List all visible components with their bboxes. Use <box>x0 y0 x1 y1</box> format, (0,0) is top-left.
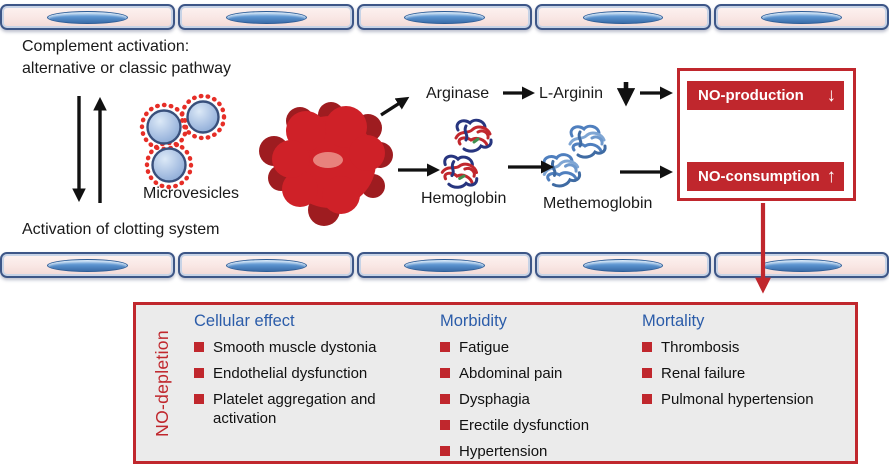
bullet-square-icon <box>194 394 204 404</box>
endothelial-cell <box>0 252 176 278</box>
effect-item: Endothelial dysfunction <box>194 364 426 383</box>
endothelial-cell <box>356 4 533 30</box>
effect-item-label: Renal failure <box>661 365 746 382</box>
bullet-square-icon <box>440 420 450 430</box>
bullet-square-icon <box>440 368 450 378</box>
no-consumption-label: NO-consumption <box>698 168 820 185</box>
endothelial-cell <box>713 4 889 30</box>
bullet-square-icon <box>440 394 450 404</box>
effect-item: Hypertension <box>440 442 650 461</box>
endothelial-cell <box>0 4 176 30</box>
bullet-square-icon <box>642 342 652 352</box>
column-heading: Cellular effect <box>194 312 295 330</box>
effect-item-label: Smooth muscle dystonia <box>213 339 377 356</box>
column-heading: Mortality <box>642 312 705 330</box>
no-production-label: NO-production <box>698 87 804 104</box>
microvesicles-icon <box>139 93 227 190</box>
effect-item-label: Fatigue <box>459 339 510 356</box>
endothelial-cell <box>178 4 354 30</box>
bullet-square-icon <box>642 394 652 404</box>
effect-item: Erectile dysfunction <box>440 416 650 435</box>
methemoglobin-icon <box>540 124 607 190</box>
vessel-wall-top <box>0 4 889 30</box>
cell-nucleus-icon <box>404 10 485 24</box>
effect-item: Thrombosis <box>642 338 852 357</box>
effect-item: Renal failure <box>642 364 852 383</box>
cell-nucleus-icon <box>582 10 664 24</box>
effect-item: Smooth muscle dystonia <box>194 338 426 357</box>
cell-nucleus-icon <box>225 258 307 272</box>
effect-item-label: Platelet aggregation and activation <box>213 391 376 427</box>
no-production-chip: NO-production ↓ <box>687 81 844 110</box>
endothelial-cell <box>535 252 711 278</box>
microvesicles-label: Microvesicles <box>143 185 240 202</box>
bullet-square-icon <box>440 446 450 456</box>
endothelial-cell <box>178 252 354 278</box>
cell-nucleus-icon <box>760 258 842 272</box>
cell-nucleus-icon <box>582 258 664 272</box>
clotting-system-label: Activation of clotting system <box>22 221 220 238</box>
up-arrow-icon: ↑ <box>826 166 837 187</box>
cell-nucleus-icon <box>225 10 307 24</box>
effect-item-label: Hypertension <box>459 443 548 460</box>
red-blood-cell-icon <box>259 102 393 226</box>
l-arginin-label: L-Arginin <box>539 85 604 102</box>
no-consumption-chip: NO-consumption ↑ <box>687 162 844 191</box>
hemoglobin-icon <box>439 118 493 192</box>
no-balance-box: NO-production ↓ NO-consumption ↑ <box>677 68 856 201</box>
pathway-arrows <box>380 82 673 179</box>
effect-item-label: Thrombosis <box>661 339 740 356</box>
effect-item: Pulmonal hypertension <box>642 390 852 409</box>
rbc-to-arginase-arrow <box>380 96 410 117</box>
effect-item: Dysphagia <box>440 390 650 409</box>
effect-item-label: Dysphagia <box>459 391 530 408</box>
methemoglobin-label: Methemoglobin <box>543 195 653 212</box>
effect-item: Platelet aggregation and activation <box>194 390 426 428</box>
hemoglobin-label: Hemoglobin <box>421 190 507 207</box>
effect-item: Fatigue <box>440 338 650 357</box>
cell-nucleus-icon <box>47 258 129 272</box>
bidirectional-arrows-icon <box>72 96 107 203</box>
endothelial-cell <box>535 4 711 30</box>
down-arrow-icon: ↓ <box>826 85 837 106</box>
no-depletion-side-label: NO-depletion <box>151 329 172 437</box>
cell-nucleus-icon <box>404 258 485 272</box>
arginase-label: Arginase <box>426 85 490 102</box>
cell-nucleus-icon <box>760 10 842 24</box>
bullet-square-icon <box>194 368 204 378</box>
effect-item-label: Endothelial dysfunction <box>213 365 368 382</box>
effect-item-label: Pulmonal hypertension <box>661 391 814 408</box>
endothelial-cell <box>713 252 889 278</box>
effect-item-label: Erectile dysfunction <box>459 417 590 434</box>
effect-item: Abdominal pain <box>440 364 650 383</box>
cell-nucleus-icon <box>47 10 129 24</box>
bullet-square-icon <box>642 368 652 378</box>
complement-pathway-label: alternative or classic pathway <box>22 60 231 77</box>
complement-activation-label: Complement activation: <box>22 38 190 55</box>
vessel-wall-bottom <box>0 252 889 278</box>
column-heading: Morbidity <box>440 312 507 330</box>
bullet-square-icon <box>440 342 450 352</box>
bullet-square-icon <box>194 342 204 352</box>
effect-item-label: Abdominal pain <box>459 365 563 382</box>
side-label-wrap: NO-depletion <box>136 305 188 461</box>
endothelial-cell <box>356 252 533 278</box>
